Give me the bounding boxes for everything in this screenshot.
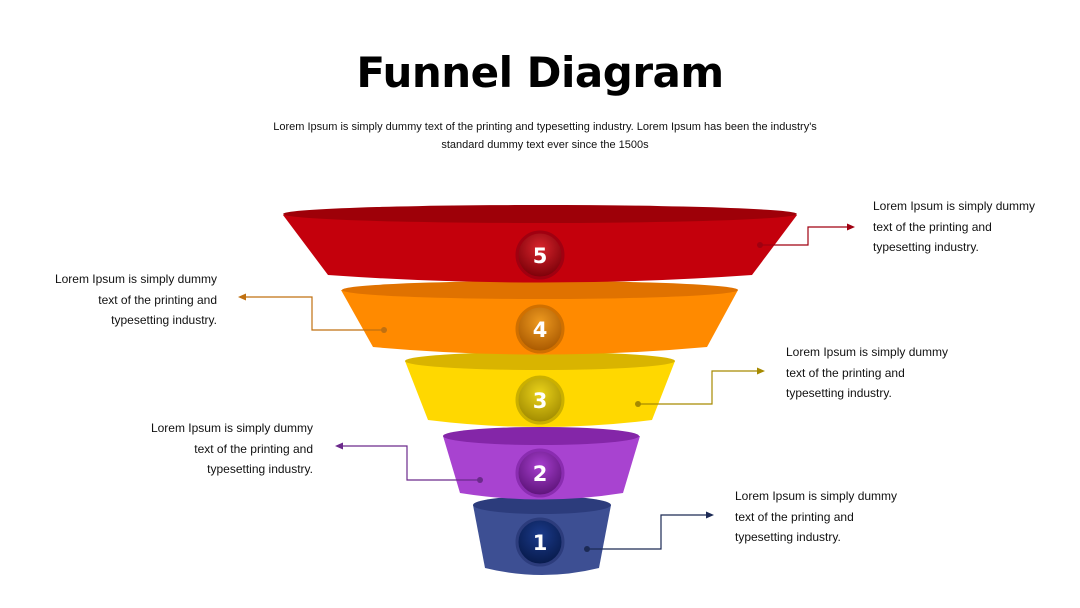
stage-5-number-badge [515,230,565,280]
stage-1-number-badge [515,517,565,567]
stage-4-number-badge [515,304,565,354]
funnel-stage-2: 2 [443,427,640,500]
connector-stage-3 [635,367,765,407]
stage-5-description: Lorem Ipsum is simply dummy text of the … [873,199,1036,254]
stage-2-number: 2 [533,462,548,486]
stage-1-description: Lorem Ipsum is simply dummy text of the … [735,489,898,544]
page-subtitle: Lorem Ipsum is simply dummy text of the … [273,121,817,151]
stage-5-number: 5 [533,244,548,268]
stage-4-number: 4 [533,318,548,342]
stage-3-description: Lorem Ipsum is simply dummy text of the … [786,345,949,400]
connector-stage-5 [757,223,855,248]
connector-stage-1 [584,511,714,552]
stage-2-description: Lorem Ipsum is simply dummy text of the … [150,421,313,476]
stage-2-number-badge [515,448,565,498]
funnel-stage-5: 5 [283,205,797,283]
stage-3-number: 3 [533,389,548,413]
stage-3-number-badge [515,375,565,425]
funnel-stage-1: 1 [473,496,611,575]
connector-stage-4 [238,293,387,333]
stage-4-description: Lorem Ipsum is simply dummy text of the … [54,272,217,327]
connector-stage-2 [335,442,483,483]
funnel-stage-3: 3 [405,352,675,427]
funnel-stage-4: 4 [341,281,738,355]
page-title: Funnel Diagram [356,48,724,97]
stage-1-number: 1 [533,531,548,555]
